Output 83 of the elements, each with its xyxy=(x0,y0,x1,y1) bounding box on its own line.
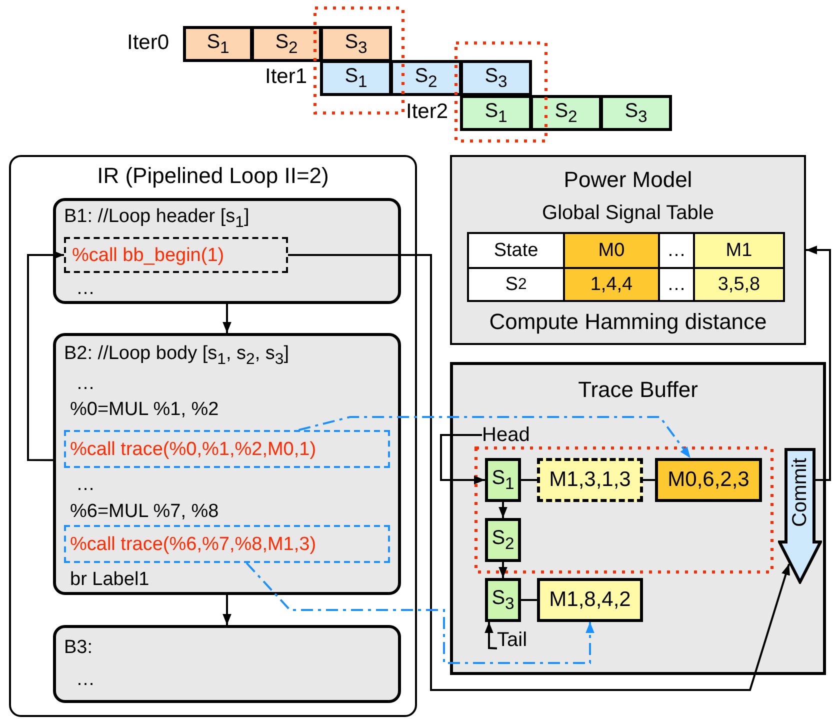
code-line: %6=MUL %7, %8 xyxy=(70,500,219,523)
arrow xyxy=(806,246,831,481)
basic-block xyxy=(53,333,401,595)
entry-text: M1,3,1,3 xyxy=(549,468,631,492)
table-cell: State xyxy=(467,232,565,269)
entry-text: S$_{2}$ xyxy=(414,64,438,92)
connector-line xyxy=(521,599,537,601)
stage-cell xyxy=(460,95,532,131)
stage-cell xyxy=(390,60,462,96)
entry-text: S$_{2}$ xyxy=(554,100,578,126)
code-line: … xyxy=(76,372,95,395)
pointer-label: Head xyxy=(482,424,532,446)
call-instruction xyxy=(64,430,390,468)
block-heading: B2: //Loop body [s$_{1}$, s$_{2}$, s$_{3}$] xyxy=(64,342,290,370)
code-line: br Label1 xyxy=(70,568,150,591)
panel-title: IR (Pipelined Loop II=2) xyxy=(97,163,329,189)
entry-text: S$_{1}$ xyxy=(492,466,514,494)
entry-text: S$_{3}$ xyxy=(624,100,648,126)
table-cell: 3,5,8 xyxy=(693,267,785,302)
trace-buffer-panel xyxy=(450,362,826,675)
signal-entry xyxy=(537,578,643,622)
stage-cell xyxy=(183,26,253,62)
arrow xyxy=(484,622,498,650)
entry-text: S$_{2}$ xyxy=(492,526,514,554)
panel-title: Power Model xyxy=(564,167,692,193)
stage-cell xyxy=(460,60,532,96)
arrow xyxy=(440,434,485,484)
entry-text: M1,8,4,2 xyxy=(549,588,631,612)
entry-text: S$_{3}$ xyxy=(344,30,368,58)
entry-text: S$_{2}$ xyxy=(275,30,298,58)
row-label: Iter0 xyxy=(126,30,170,56)
code-line: %call bb_begin(1) xyxy=(72,244,224,267)
stage-cell xyxy=(320,60,392,96)
pointer-label: Tail xyxy=(497,628,537,652)
code-line: %call trace(%6,%7,%8,M1,3) xyxy=(70,533,316,556)
entry-text: S$_{3}$ xyxy=(492,586,514,614)
arrow xyxy=(246,562,594,664)
code-line: … xyxy=(76,473,95,496)
state-entry xyxy=(485,458,521,502)
basic-block xyxy=(53,625,401,703)
entry-text: S$_{1}$ xyxy=(484,100,508,126)
call-instruction xyxy=(64,237,288,273)
caption-text: Compute Hamming distance xyxy=(489,309,767,335)
code-line: %0=MUL %1, %2 xyxy=(70,398,219,421)
entry-text: S$_{1}$ xyxy=(206,30,230,58)
table-cell: 1,4,4 xyxy=(563,267,660,302)
code-line: … xyxy=(76,277,95,300)
arrow xyxy=(498,562,508,578)
stage-cell xyxy=(530,95,602,131)
stage-cell xyxy=(251,26,322,62)
table-cell: M0 xyxy=(563,232,660,269)
arrow-label: Commit xyxy=(789,458,811,527)
entry-text: M0,6,2,3 xyxy=(668,468,750,492)
table-cell: M1 xyxy=(693,232,785,269)
connector-line xyxy=(521,479,537,481)
arrow xyxy=(222,595,232,625)
arrow xyxy=(288,254,790,691)
entry-text: S$_{1}$ xyxy=(344,64,368,92)
arrow xyxy=(27,250,64,462)
arrow xyxy=(298,416,692,459)
panel-title: Trace Buffer xyxy=(578,377,698,403)
arrow xyxy=(498,502,508,518)
code-line: %call trace(%0,%1,%2,M0,1) xyxy=(70,438,316,461)
call-instruction xyxy=(64,525,390,563)
signal-entry xyxy=(655,458,762,502)
state-entry xyxy=(485,578,521,622)
basic-block xyxy=(53,198,401,304)
commit-arrow xyxy=(778,448,822,584)
row-label: Iter1 xyxy=(264,64,308,90)
stage-cell xyxy=(600,95,672,131)
stage-cell xyxy=(320,26,392,62)
entry-text: S$_{3}$ xyxy=(484,64,508,92)
state-entry xyxy=(485,518,521,562)
ir-panel xyxy=(9,155,417,717)
row-label: Iter2 xyxy=(404,99,450,125)
connector-line xyxy=(643,479,655,481)
signal-entry xyxy=(537,458,643,502)
code-line: … xyxy=(76,668,95,691)
arrow xyxy=(222,304,232,333)
table-cell: … xyxy=(658,267,695,302)
block-heading: B3: xyxy=(64,636,93,659)
block-heading: B1: //Loop header [s$_{1}$] xyxy=(64,205,250,233)
table-title: Global Signal Table xyxy=(542,201,714,225)
